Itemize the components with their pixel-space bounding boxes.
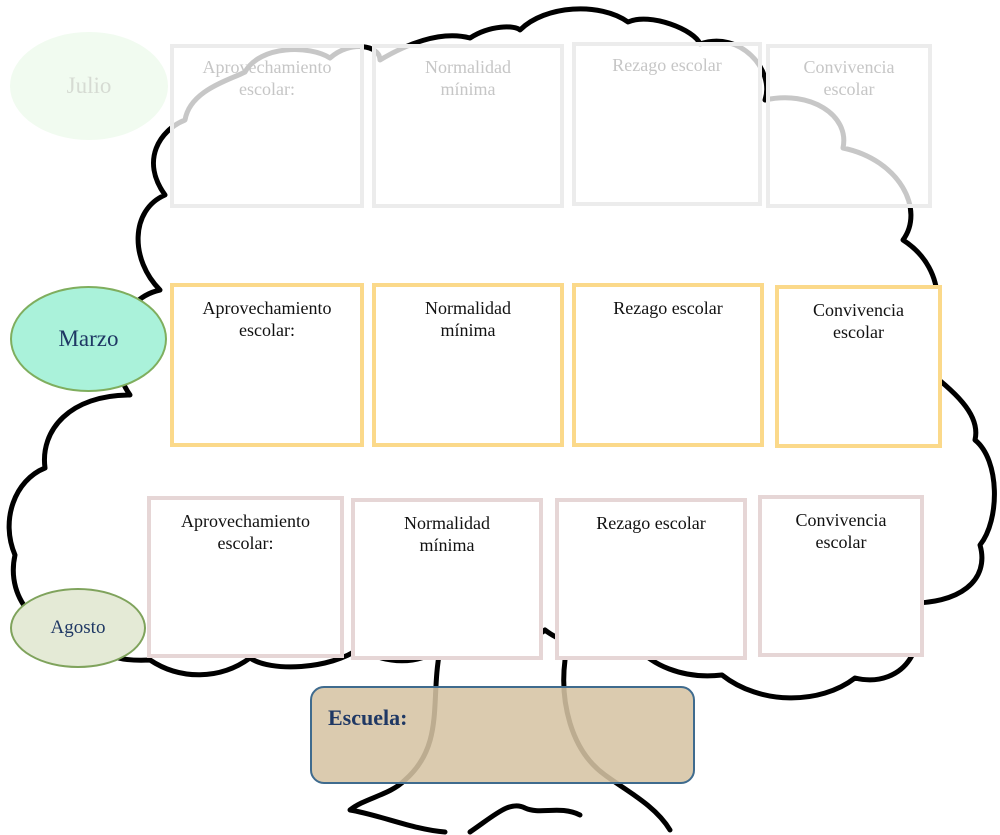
month-label-julio: Julio xyxy=(66,73,112,98)
box-label: Aprovechamiento escolar: xyxy=(202,298,332,340)
julio-box-rezago: Rezago escolar xyxy=(572,42,762,206)
box-label: Rezago escolar xyxy=(596,513,706,533)
box-label: Normalidad mínima xyxy=(404,513,490,555)
month-label-agosto: Agosto xyxy=(50,617,106,638)
marzo-box-convivencia: Convivencia escolar xyxy=(775,285,942,448)
tree-root xyxy=(467,803,583,835)
month-oval-agosto: Agosto xyxy=(10,588,146,668)
school-label: Escuela: xyxy=(328,705,408,730)
month-oval-julio: Julio xyxy=(10,32,168,140)
agosto-box-rezago: Rezago escolar xyxy=(555,498,747,660)
school-box: Escuela: xyxy=(310,686,695,784)
box-label: Rezago escolar xyxy=(612,55,722,75)
julio-box-aprovechamiento: Aprovechamiento escolar: xyxy=(170,44,364,208)
agosto-box-normalidad: Normalidad mínima xyxy=(351,498,543,660)
agosto-box-aprovechamiento: Aprovechamiento escolar: xyxy=(147,496,344,658)
box-label: Convivencia escolar xyxy=(803,57,895,99)
marzo-box-normalidad: Normalidad mínima xyxy=(372,283,564,447)
box-label: Normalidad mínima xyxy=(425,57,511,99)
box-label: Normalidad mínima xyxy=(425,298,511,340)
box-label: Convivencia escolar xyxy=(813,300,904,342)
marzo-box-rezago: Rezago escolar xyxy=(572,283,764,447)
julio-box-convivencia: Convivencia escolar xyxy=(766,44,932,208)
box-label: Convivencia escolar xyxy=(795,510,887,552)
julio-box-normalidad: Normalidad mínima xyxy=(372,44,564,208)
agosto-box-convivencia: Convivencia escolar xyxy=(758,495,924,657)
box-label: Aprovechamiento escolar: xyxy=(202,57,332,99)
box-label: Aprovechamiento escolar: xyxy=(181,511,310,553)
month-oval-marzo: Marzo xyxy=(10,286,167,392)
month-label-marzo: Marzo xyxy=(58,326,119,351)
box-label: Rezago escolar xyxy=(613,298,723,318)
marzo-box-aprovechamiento: Aprovechamiento escolar: xyxy=(170,283,364,447)
